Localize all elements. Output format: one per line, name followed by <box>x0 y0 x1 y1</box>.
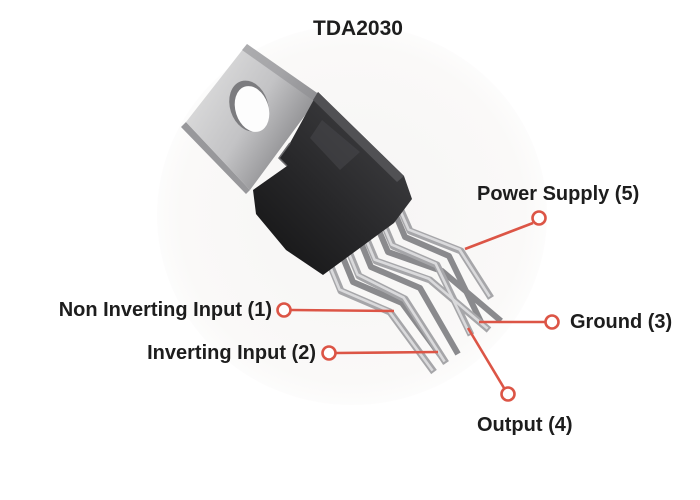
callouts <box>276 210 560 402</box>
label-non-inverting-input: Non Inverting Input (1) <box>58 299 272 321</box>
pins-front-row <box>323 197 494 375</box>
diagram-title: TDA2030 <box>313 17 403 40</box>
leader-line-pin1 <box>290 308 395 313</box>
ic-body-sheen <box>310 120 360 170</box>
ic-body-notch <box>278 142 291 167</box>
heatsink-tab <box>181 44 320 194</box>
marker-circle-pin1 <box>276 302 292 318</box>
label-inverting-input: Inverting Input (2) <box>147 342 316 364</box>
label-output: Output (4) <box>477 414 573 436</box>
mounting-hole <box>229 80 270 132</box>
marker-circle-pin2 <box>321 345 337 361</box>
leader-line-pin4 <box>466 327 506 389</box>
marker-circle-pin5 <box>531 210 547 226</box>
leader-line-pin5 <box>464 221 534 251</box>
label-ground: Ground (3) <box>570 311 673 333</box>
ic-body-top-bevel <box>313 92 404 182</box>
ic-body <box>253 92 412 275</box>
leader-line-pin2 <box>335 350 439 355</box>
marker-circle-pin4 <box>500 386 516 402</box>
label-power-supply: Power Supply (5) <box>477 183 640 205</box>
marker-circle-pin3 <box>544 314 560 330</box>
